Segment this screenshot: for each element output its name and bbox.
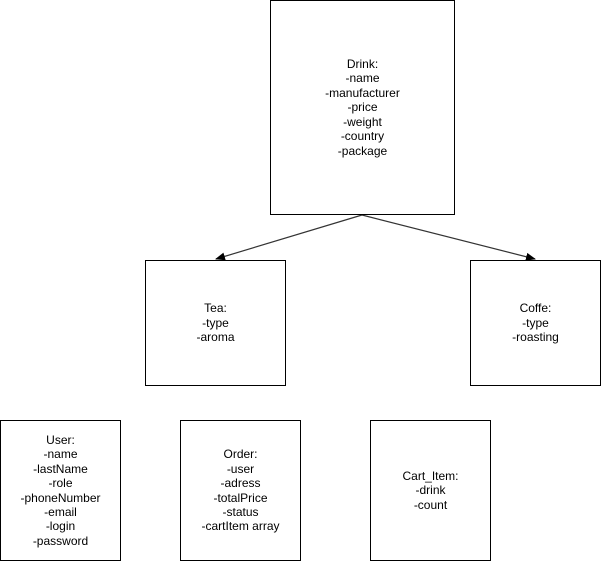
class-field-cart-item-drink: -drink [415,483,446,498]
class-field-drink-price: -price [347,100,378,115]
class-field-drink-manufacturer: -manufacturer [325,85,400,100]
class-box-cart-item[interactable]: Cart_Item: -drink -count [370,420,491,561]
class-box-user[interactable]: User: -name -lastName -role -phoneNumber… [0,420,121,561]
class-box-drink[interactable]: Drink: -name -manufacturer -price -weigh… [270,0,455,215]
class-field-user-email: -email [44,504,77,519]
class-title-tea: Tea: [204,301,227,316]
class-field-order-user: -user [226,461,255,476]
class-content-drink: Drink: -name -manufacturer -price -weigh… [325,57,400,158]
class-content-user: User: -name -lastName -role -phoneNumber… [20,433,100,548]
class-box-coffe[interactable]: Coffe: -type -roasting [470,260,601,386]
class-field-cart-item-count: -count [413,497,448,512]
class-content-order: Order: -user -adress -totalPrice -status… [201,447,279,533]
class-title-cart-item: Cart_Item: [402,468,459,483]
class-box-tea[interactable]: Tea: -type -aroma [145,260,286,386]
class-title-drink: Drink: [346,57,379,72]
class-content-coffe: Coffe: -type -roasting [512,301,559,344]
class-content-tea: Tea: -type -aroma [196,301,234,344]
arrow-drink-to-coffe [361,214,536,261]
class-field-order-totalprice: -totalPrice [213,490,268,505]
class-field-drink-package: -package [337,143,388,158]
class-field-drink-name: -name [345,71,380,86]
class-title-user: User: [46,432,75,447]
class-field-order-status: -status [222,504,259,519]
class-field-user-login: -login [45,519,76,534]
class-field-user-role: -role [48,476,73,491]
class-field-order-cartitem-array: -cartItem array [201,519,280,534]
arrow-drink-to-tea [215,214,363,261]
class-field-order-adress: -adress [220,476,261,491]
class-field-drink-country: -country [340,129,385,144]
class-content-cart-item: Cart_Item: -drink -count [402,469,458,512]
class-box-order[interactable]: Order: -user -adress -totalPrice -status… [180,420,301,561]
class-field-tea-type: -type [202,315,229,330]
class-field-user-password: -password [32,533,89,548]
class-field-user-lastname: -lastName [33,461,88,476]
class-title-order: Order: [223,447,258,462]
class-field-coffe-type: -type [522,315,549,330]
class-field-coffe-roasting: -roasting [512,330,559,345]
class-field-tea-aroma: -aroma [196,330,235,345]
class-field-user-name: -name [43,447,78,462]
class-field-user-phonenumber: -phoneNumber [20,490,101,505]
class-field-drink-weight: -weight [343,114,382,129]
class-title-coffe: Coffe: [519,301,552,316]
